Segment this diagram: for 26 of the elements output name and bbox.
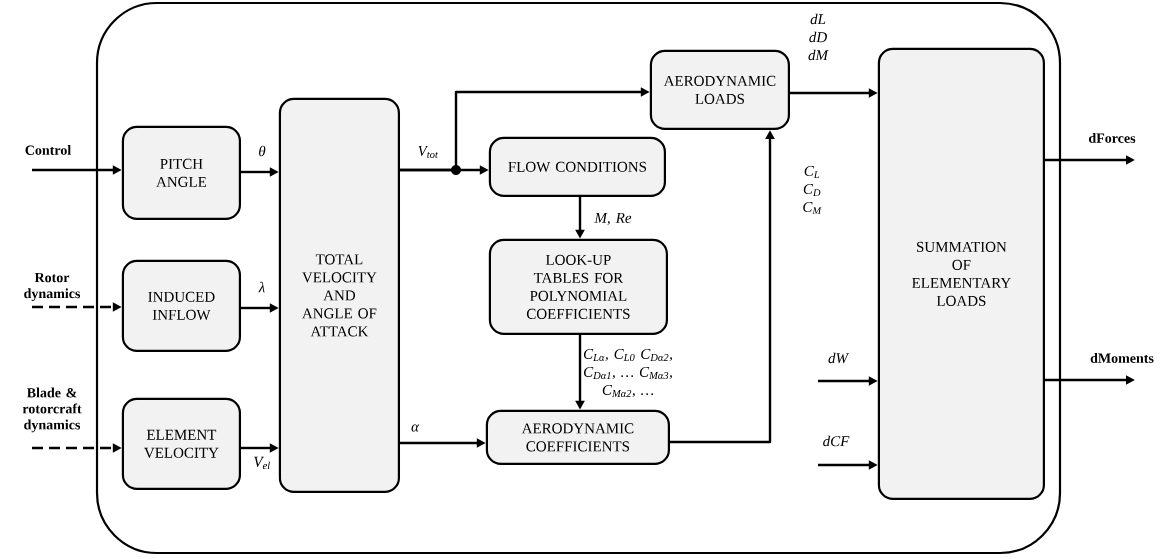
process-box: ELEMENT VELOCITY [121,397,241,490]
signal-label: Blade & rotorcraft dynamics [22,387,82,433]
edge-label: C$_{Lα}$, C$_{L0}$ C$_{Dα2}$, C$_{Dα1}$, … C$_{Mα3}$, C$_{Mα2}$, … [583,348,672,398]
signal-label: Control [25,145,71,155]
process-box: FLOW CONDITIONS [488,136,666,197]
edge-label: V$_{el}$ [254,456,270,470]
signal-label: dForces [1089,133,1136,143]
edge-label: dL dD dM [808,13,829,61]
edge-label: C$_{L}$ C$_{D}$ C$_{M}$ [803,165,822,215]
edge-label: α [411,424,420,432]
signal-label: dMoments [1090,353,1154,363]
frame-box [95,1,1062,555]
edge-label: λ [258,281,265,293]
process-box: TOTAL VELOCITY AND ANGLE OF ATTACK [278,97,400,493]
process-box: AERODYNAMIC LOADS [649,49,790,130]
edge-label: dCF [823,435,850,447]
process-box: AERODYNAMIC COEFFICIENTS [485,409,670,465]
edge-label: θ [259,145,266,157]
edge-label: V$_{tot}$ [418,145,439,159]
signal-label: Rotor dynamics [24,272,81,302]
edge-label: dW [828,352,850,364]
process-box: SUMMATION OF ELEMENTARY LOADS [877,47,1045,500]
process-box: LOOK-UP TABLES FOR POLYNOMIAL COEFFICIENTS [488,238,668,335]
edge-label: M, Re [594,212,632,226]
process-box: INDUCED INFLOW [121,259,241,352]
process-box: PITCH ANGLE [121,125,241,220]
